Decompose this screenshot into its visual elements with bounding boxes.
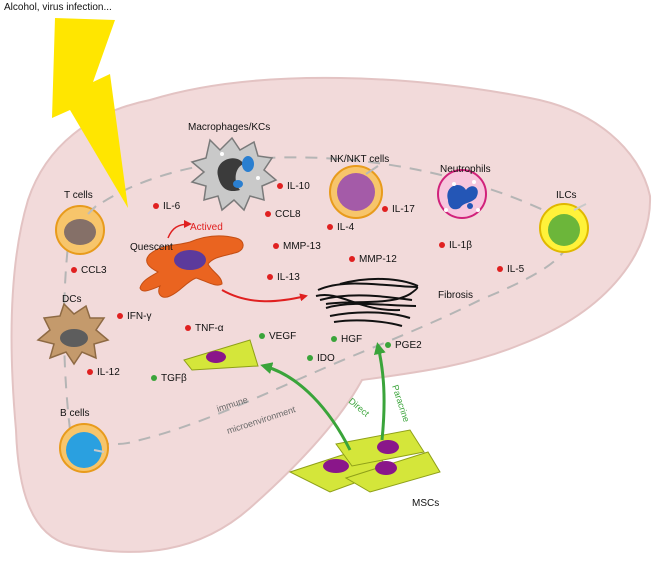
fibrosis-arrow [221,289,308,303]
factor-il13: IL-13 [277,272,300,283]
label-nk-nkt: NK/NKT cells [330,154,389,165]
factor-dot-pge2 [385,342,391,348]
dendritic-cell [36,302,110,366]
label-actived: Actived [190,222,223,233]
factor-il4: IL-4 [337,222,355,233]
factor-vegf: VEGF [269,331,296,342]
factor-ccl3: CCL3 [81,265,107,276]
macrophage-cell [190,136,278,212]
factor-dot-il13 [267,274,273,280]
label-paracrine: Paracrine [390,384,411,424]
label-neutrophils: Neutrophils [440,164,491,175]
factor-dot-tnfa [185,325,191,331]
direct-arrow [260,362,352,451]
msc-cell-small [183,339,259,371]
paracrine-arrow [373,342,386,441]
label-t-cells: T cells [64,190,93,201]
factor-pge2: PGE2 [395,340,422,351]
factor-il5: IL-5 [507,264,525,275]
activation-arrow [167,220,192,239]
factor-dot-ido [307,355,313,361]
factor-dot-ifng [117,313,123,319]
factor-dot-mmp13 [273,243,279,249]
factor-hgf: HGF [341,334,362,345]
t-cell [55,205,105,255]
msc-cluster [288,429,441,493]
factor-mmp12: MMP-12 [359,254,397,265]
factor-dot-vegf [259,333,265,339]
label-b-cells: B cells [60,408,89,419]
factor-il1b: IL-1β [449,240,472,251]
factor-dot-hgf [331,336,337,342]
factor-dot-il6 [153,203,159,209]
label-mscs: MSCs [412,498,439,509]
factor-dot-il5 [497,266,503,272]
lightning-bolt-icon [52,18,128,208]
factor-mmp13: MMP-13 [283,241,321,252]
nk-nkt-cell [329,165,383,219]
factor-dot-ccl3 [71,267,77,273]
label-macrophages: Macrophages/KCs [188,122,270,133]
factor-il10: IL-10 [287,181,310,192]
label-fibrosis: Fibrosis [438,290,473,301]
factor-ifng: IFN-γ [127,311,151,322]
factor-dot-tgfb [151,375,157,381]
factor-dot-il17 [382,206,388,212]
factor-tgfb: TGFβ [161,373,187,384]
stellate-cell-activated [139,235,244,298]
factor-tnfa: TNF-α [195,323,224,334]
fibrosis-fibers [315,277,419,327]
factor-il17: IL-17 [392,204,415,215]
factor-il12: IL-12 [97,367,120,378]
factor-dot-il1b [439,242,445,248]
label-quescent: Quescent [130,242,173,253]
factor-il6: IL-6 [163,201,181,212]
factor-ido: IDO [317,353,335,364]
neutrophil-cell [437,169,487,219]
label-ilcs: ILCs [556,190,577,201]
factor-dot-il10 [277,183,283,189]
b-cell [59,423,109,473]
label-dcs: DCs [62,294,81,305]
factor-dot-mmp12 [349,256,355,262]
header-caption: Alcohol, virus infection... [4,2,112,13]
factor-dot-ccl8 [265,211,271,217]
factor-dot-il4 [327,224,333,230]
ilc-cell [539,203,589,253]
factor-dot-il12 [87,369,93,375]
label-direct: Direct [347,396,372,419]
factor-ccl8: CCL8 [275,209,301,220]
